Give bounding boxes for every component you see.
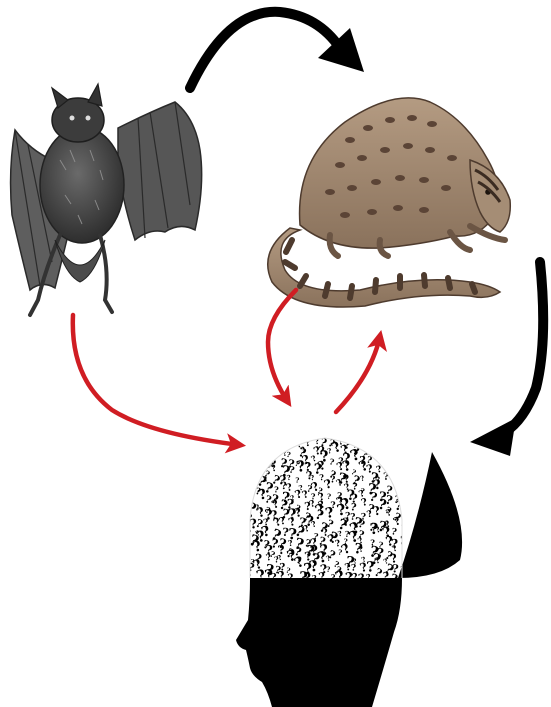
civet-illustration: [268, 98, 511, 307]
red-arrow-civet-to-human: [268, 290, 296, 402]
svg-text:?: ?: [252, 457, 265, 475]
svg-text:?: ?: [407, 447, 416, 462]
svg-text:?: ?: [401, 434, 412, 453]
svg-text:?: ?: [400, 522, 405, 531]
red-arrow-human-to-civet: [336, 336, 380, 412]
svg-text:?: ?: [396, 459, 406, 474]
svg-text:?: ?: [246, 432, 256, 446]
svg-text:?: ?: [405, 484, 415, 497]
svg-text:?: ?: [375, 443, 383, 453]
svg-text:?: ?: [400, 473, 409, 485]
red-arrow-bat-to-human: [73, 315, 240, 445]
bat-illustration: [11, 84, 202, 315]
question-marks-icon: ????????????????????????????????????????…: [243, 432, 421, 589]
svg-text:?: ?: [279, 436, 287, 451]
svg-text:?: ?: [399, 445, 410, 459]
svg-text:?: ?: [255, 438, 265, 450]
svg-text:?: ?: [262, 445, 275, 461]
svg-text:?: ?: [405, 435, 413, 449]
svg-text:?: ?: [247, 449, 254, 460]
svg-text:?: ?: [326, 565, 330, 574]
svg-text:?: ?: [383, 445, 389, 455]
svg-text:?: ?: [398, 480, 408, 496]
svg-text:?: ?: [380, 453, 391, 466]
svg-text:?: ?: [390, 464, 398, 474]
svg-text:?: ?: [383, 472, 390, 483]
human-head-silhouette: ????????????????????????????????????????…: [236, 432, 462, 707]
black-arrow-bat-to-civet: [190, 12, 364, 88]
svg-text:?: ?: [406, 469, 416, 481]
svg-text:?: ?: [405, 480, 421, 500]
svg-text:?: ?: [390, 443, 399, 454]
svg-text:?: ?: [405, 493, 418, 511]
svg-text:?: ?: [258, 445, 265, 456]
svg-text:?: ?: [250, 455, 258, 469]
svg-text:?: ?: [391, 469, 399, 484]
svg-text:?: ?: [389, 449, 399, 461]
svg-text:?: ?: [397, 452, 407, 466]
svg-text:?: ?: [357, 543, 364, 554]
svg-text:?: ?: [254, 458, 265, 473]
svg-text:?: ?: [378, 438, 385, 449]
svg-text:?: ?: [382, 438, 391, 449]
svg-text:?: ?: [391, 455, 400, 466]
svg-text:?: ?: [268, 434, 279, 449]
svg-text:?: ?: [327, 492, 332, 501]
svg-text:?: ?: [263, 435, 274, 450]
svg-text:?: ?: [367, 432, 376, 450]
svg-text:?: ?: [408, 452, 418, 468]
svg-text:?: ?: [243, 477, 252, 488]
svg-text:?: ?: [407, 472, 417, 485]
